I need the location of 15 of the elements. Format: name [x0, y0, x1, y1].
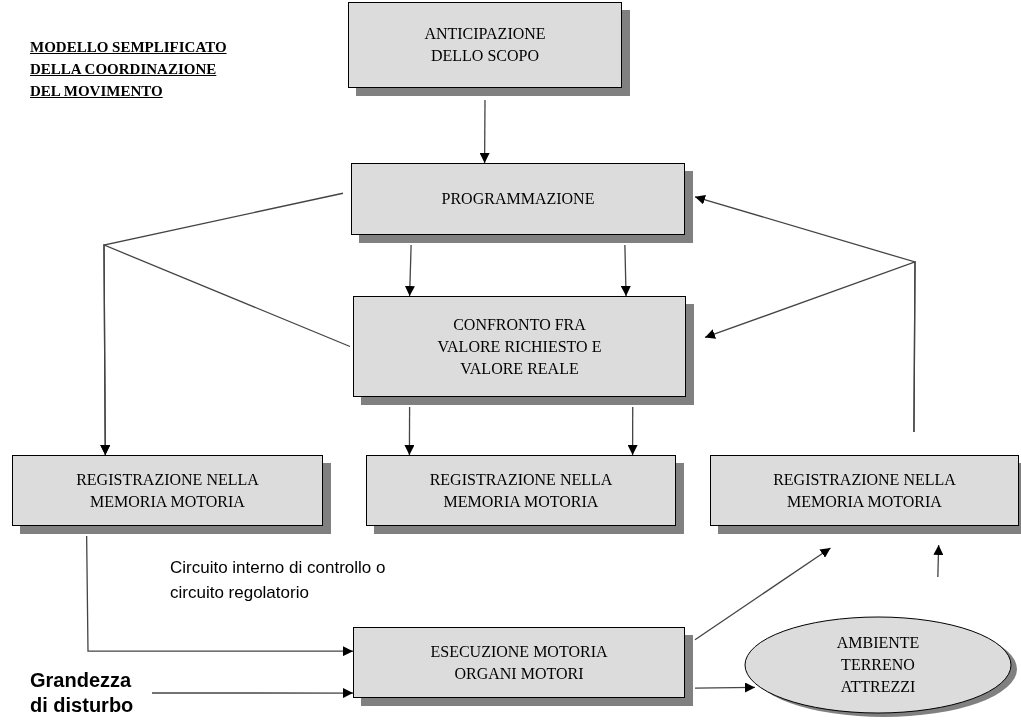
loop-note: Circuito interno di controllo o circuito regolatorio — [170, 557, 387, 604]
arrow — [704, 261, 916, 433]
diagram-title: MODELLO SEMPLIFICATO DELLA COORDINAZIONE DEL MOVIMENTO — [30, 38, 228, 101]
arrow — [86, 535, 354, 657]
arrow — [627, 406, 638, 456]
arrow — [100, 244, 351, 456]
arrow — [933, 544, 944, 578]
arrow — [404, 406, 415, 456]
input-label: Grandezza di disturbo — [30, 668, 145, 718]
arrow — [694, 682, 756, 693]
arrow — [404, 244, 415, 297]
arrow — [151, 688, 354, 699]
ellipse-node: AMBIENTE TERRENO ATTREZZI — [742, 614, 1014, 716]
arrow — [620, 244, 631, 297]
arrow — [694, 547, 832, 641]
